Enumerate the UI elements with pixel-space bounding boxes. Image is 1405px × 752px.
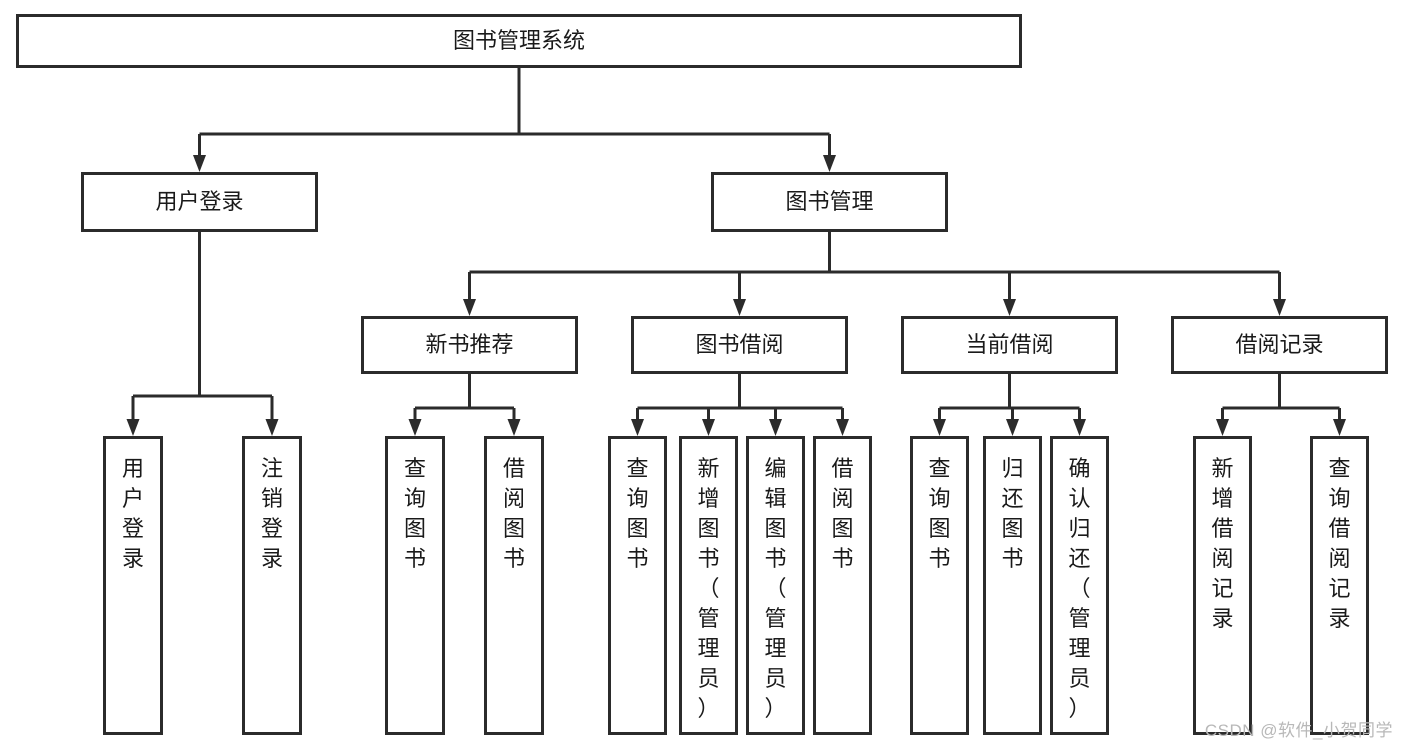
node-box[interactable] xyxy=(1171,316,1388,374)
node-label: 借阅图书 xyxy=(503,456,525,571)
arrow-head-icon xyxy=(408,419,422,436)
arrow-head-icon xyxy=(823,155,836,172)
node-leaf-query-book-3[interactable]: 查询图书 xyxy=(910,436,969,735)
node-box[interactable] xyxy=(901,316,1118,374)
node-book-borrow[interactable]: 图书借阅 xyxy=(631,316,848,374)
node-box[interactable] xyxy=(81,172,318,232)
arrow-head-icon xyxy=(702,419,715,436)
node-box[interactable] xyxy=(631,316,848,374)
connector-group xyxy=(193,68,836,172)
arrow-head-icon xyxy=(507,419,521,436)
arrow-head-icon xyxy=(1273,299,1286,316)
connector-group xyxy=(1216,374,1346,436)
connector-group xyxy=(463,232,1286,316)
node-label: 新增借阅记录 xyxy=(1211,456,1233,631)
node-label: 注销登录 xyxy=(261,456,283,571)
arrow-head-icon xyxy=(1006,419,1019,436)
node-label: 图书管理 xyxy=(785,189,873,214)
arrow-head-icon xyxy=(1073,419,1086,436)
arrow-head-icon xyxy=(933,419,946,436)
arrow-head-icon xyxy=(769,419,782,436)
node-leaf-query-book-1[interactable]: 查询图书 xyxy=(385,436,445,735)
arrow-head-icon xyxy=(1003,299,1016,316)
watermark-text: CSDN @软件_小贺同学 xyxy=(1204,721,1393,740)
node-root[interactable]: 图书管理系统 xyxy=(16,14,1022,68)
node-box[interactable] xyxy=(242,436,302,735)
arrow-head-icon xyxy=(193,155,206,172)
node-box[interactable] xyxy=(983,436,1042,735)
node-box[interactable] xyxy=(608,436,667,735)
node-label: 查询借阅记录 xyxy=(1328,456,1350,631)
node-current-borrow[interactable]: 当前借阅 xyxy=(901,316,1118,374)
node-label: 图书借阅 xyxy=(695,332,783,357)
connector-group xyxy=(933,374,1086,436)
node-label: 新书推荐 xyxy=(425,332,513,357)
node-box[interactable] xyxy=(813,436,872,735)
node-user-login[interactable]: 用户登录 xyxy=(81,172,318,232)
connectors-layer xyxy=(126,68,1346,436)
node-box[interactable] xyxy=(385,436,445,735)
node-label: 编辑图书（管理员） xyxy=(764,456,786,721)
arrow-head-icon xyxy=(836,419,849,436)
node-label: 查询图书 xyxy=(404,456,426,571)
node-box[interactable] xyxy=(679,436,738,735)
node-leaf-user-login[interactable]: 用户登录 xyxy=(103,436,163,735)
node-box[interactable] xyxy=(746,436,805,735)
arrow-head-icon xyxy=(733,299,746,316)
arrow-head-icon xyxy=(1216,419,1229,436)
node-label: 确认归还（管理员） xyxy=(1068,456,1090,721)
node-leaf-add-book[interactable]: 新增图书（管理员） xyxy=(679,436,738,735)
arrow-head-icon xyxy=(265,419,279,436)
node-leaf-user-logout[interactable]: 注销登录 xyxy=(242,436,302,735)
node-box[interactable] xyxy=(484,436,544,735)
connector-group xyxy=(408,374,521,436)
node-leaf-query-book-2[interactable]: 查询图书 xyxy=(608,436,667,735)
node-box[interactable] xyxy=(103,436,163,735)
node-leaf-confirm-return[interactable]: 确认归还（管理员） xyxy=(1050,436,1109,735)
connector-group xyxy=(631,374,849,436)
node-leaf-add-record[interactable]: 新增借阅记录 xyxy=(1193,436,1252,735)
arrow-head-icon xyxy=(1333,419,1346,436)
node-label: 当前借阅 xyxy=(965,332,1053,357)
node-leaf-borrow-book-2[interactable]: 借阅图书 xyxy=(813,436,872,735)
node-leaf-edit-book[interactable]: 编辑图书（管理员） xyxy=(746,436,805,735)
node-box[interactable] xyxy=(1193,436,1252,735)
node-new-book-rec[interactable]: 新书推荐 xyxy=(361,316,578,374)
connector-group xyxy=(126,232,279,436)
node-box[interactable] xyxy=(711,172,948,232)
node-box[interactable] xyxy=(910,436,969,735)
node-label: 查询图书 xyxy=(626,456,648,571)
node-box[interactable] xyxy=(361,316,578,374)
node-label: 用户登录 xyxy=(122,456,144,571)
arrow-head-icon xyxy=(463,299,476,316)
node-box[interactable] xyxy=(1310,436,1369,735)
node-label: 归还图书 xyxy=(1001,456,1023,571)
node-borrow-record[interactable]: 借阅记录 xyxy=(1171,316,1388,374)
node-label: 新增图书（管理员） xyxy=(697,456,719,721)
node-label: 查询图书 xyxy=(928,456,950,571)
node-label: 用户登录 xyxy=(155,189,243,214)
arrow-head-icon xyxy=(126,419,140,436)
node-leaf-borrow-book-1[interactable]: 借阅图书 xyxy=(484,436,544,735)
node-label: 借阅记录 xyxy=(1235,332,1323,357)
arrow-head-icon xyxy=(631,419,644,436)
node-label: 图书管理系统 xyxy=(453,28,585,53)
node-leaf-query-record[interactable]: 查询借阅记录 xyxy=(1310,436,1369,735)
node-book-manage[interactable]: 图书管理 xyxy=(711,172,948,232)
node-box[interactable] xyxy=(1050,436,1109,735)
node-leaf-return-book[interactable]: 归还图书 xyxy=(983,436,1042,735)
nodes-layer: 图书管理系统用户登录图书管理新书推荐图书借阅当前借阅借阅记录用户登录注销登录查询… xyxy=(16,14,1388,735)
node-label: 借阅图书 xyxy=(831,456,853,571)
node-box[interactable] xyxy=(16,14,1022,68)
